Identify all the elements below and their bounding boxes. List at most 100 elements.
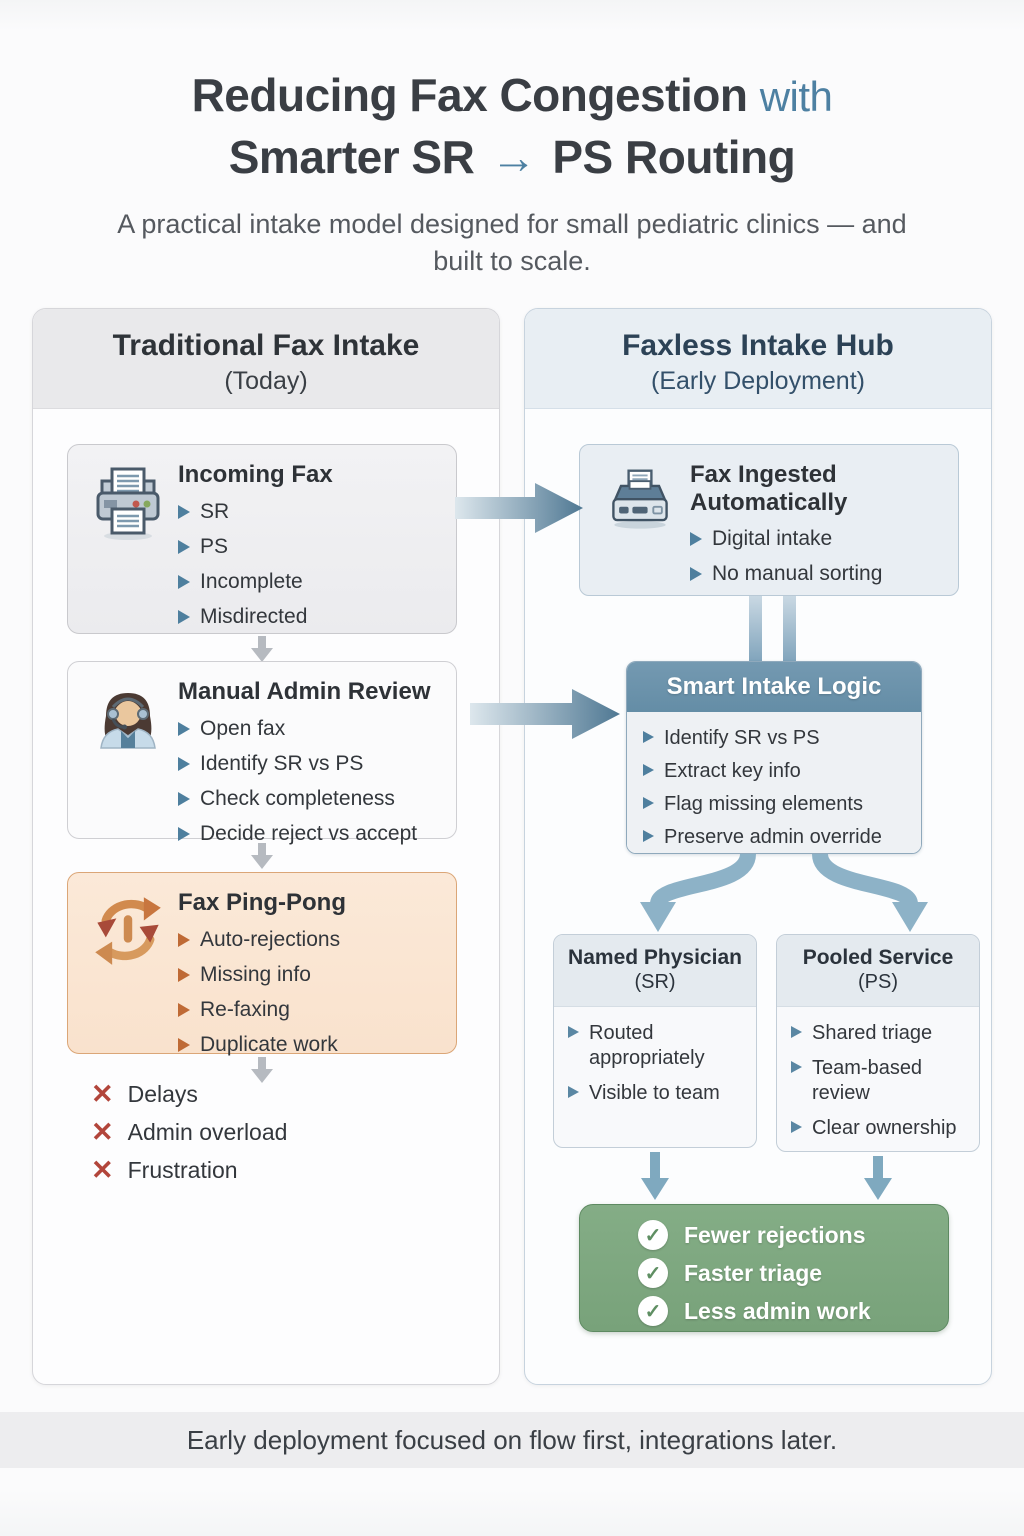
bullet-text: Preserve admin override (664, 826, 882, 848)
bullet-text: Duplicate work (200, 1033, 338, 1057)
fax-ingested-title: Fax Ingested Automatically (690, 461, 848, 516)
arrow-bullet-icon (791, 1121, 802, 1134)
list-item: Flag missing elements (643, 792, 905, 817)
arrow-bullet-icon (643, 830, 654, 842)
x-mark-icon: ✕ (91, 1079, 114, 1109)
list-item: Team-based review (791, 1056, 969, 1106)
list-item: Visible to team (568, 1081, 746, 1106)
fax-ping-pong-title: Fax Ping-Pong (178, 889, 346, 916)
down-arrow-icon (641, 1152, 669, 1200)
list-item: Shared triage (791, 1021, 969, 1046)
smart-intake-logic-title: Smart Intake Logic (627, 662, 921, 712)
right-panel-title: Faxless Intake Hub (622, 329, 894, 362)
bullet-text: Extract key info (664, 760, 801, 782)
bullet-text: Open fax (200, 716, 286, 740)
traditional-fax-panel: Traditional Fax Intake (Today) (32, 308, 500, 1385)
list-item: No manual sorting (690, 561, 942, 587)
benefits-card: ✓ Fewer rejections ✓ Faster triage ✓ Less a… (579, 1204, 949, 1332)
bullet-text: No manual sorting (712, 562, 883, 586)
arrow-bullet-icon (178, 967, 190, 982)
cycle-arrows-icon (84, 889, 172, 967)
bullet-text: Digital intake (712, 527, 833, 551)
bullet-text: Shared triage (812, 1022, 933, 1045)
arrow-bullet-icon (568, 1026, 579, 1039)
arrow-bullet-icon (643, 797, 654, 809)
bullet-text: Team-based review (812, 1057, 923, 1105)
arrow-bullet-icon (178, 721, 190, 736)
bullet-text: Misdirected (200, 605, 308, 629)
benefit-item: ✓ Less admin work (638, 1296, 948, 1326)
named-physician-content: Routed appropriately Visible to team (554, 1007, 756, 1106)
cross-arrow-review-icon (470, 689, 620, 739)
list-item: Preserve admin override (643, 825, 905, 850)
bullet-text: SR (200, 499, 230, 523)
manual-review-card: Manual Admin Review Open fax Identify SR… (67, 661, 457, 845)
down-arrow-icon (251, 1057, 273, 1083)
outcome-item: ✕ Admin overload (91, 1119, 287, 1146)
benefit-item: ✓ Faster triage (638, 1258, 948, 1288)
down-arrow-icon (251, 843, 273, 869)
page-subtitle: A practical intake model designed for sm… (117, 209, 907, 276)
list-item: Duplicate work (178, 1032, 440, 1058)
arrow-bullet-icon (791, 1026, 802, 1039)
outcome-item: ✕ Delays (91, 1081, 287, 1108)
footer-note: Early deployment focused on flow first, … (186, 1424, 838, 1455)
outcome-text: Delays (127, 1081, 198, 1107)
list-item: Misdirected (178, 604, 440, 630)
list-item: Routed appropriately (568, 1021, 746, 1071)
pooled-service-header: Pooled Service (PS) (777, 935, 979, 1008)
incoming-fax-card: Incoming Fax SR PS Incomplete Misdirecte… (67, 444, 457, 634)
outcome-text: Frustration (127, 1157, 238, 1183)
right-arrow-glyph: → (490, 131, 537, 184)
bullet-text: Missing info (200, 962, 311, 986)
list-item: Missing info (178, 962, 440, 988)
named-physician-title: Named Physician (568, 946, 742, 969)
benefit-item: ✓ Fewer rejections (638, 1220, 948, 1250)
arrow-bullet-icon (568, 1086, 579, 1099)
bullet-text: Clear ownership (812, 1117, 957, 1140)
named-physician-card: Named Physician (SR) Routed appropriatel… (553, 934, 757, 1148)
list-item: Decide reject vs accept (178, 821, 440, 847)
list-item: Digital intake (690, 526, 942, 552)
faxless-hub-panel: Faxless Intake Hub (Early Deployment) (524, 308, 992, 1385)
check-circle-icon: ✓ (638, 1220, 668, 1250)
scanner-icon (596, 461, 684, 541)
fax-ping-pong-content: Fax Ping-Pong Auto-rejections Missing in… (172, 889, 440, 1068)
arrow-bullet-icon (178, 610, 190, 625)
bullet-text: Incomplete (200, 570, 303, 594)
benefit-text: Less admin work (684, 1297, 871, 1324)
manual-review-title: Manual Admin Review (178, 678, 431, 705)
arrow-bullet-icon (178, 792, 190, 807)
outcome-text: Admin overload (127, 1119, 288, 1145)
list-item: Open fax (178, 716, 440, 742)
list-item: PS (178, 534, 440, 560)
bullet-text: Flag missing elements (664, 793, 863, 815)
x-mark-icon: ✕ (91, 1117, 114, 1147)
arrow-bullet-icon (690, 567, 702, 582)
list-item: Re-faxing (178, 997, 440, 1023)
footer-bar: Early deployment focused on flow first, … (0, 1412, 1024, 1468)
check-circle-icon: ✓ (638, 1258, 668, 1288)
title-line2-pre: Smarter SR (228, 131, 475, 184)
bullet-text: Visible to team (589, 1082, 720, 1105)
bullet-text: Routed appropriately (589, 1022, 705, 1070)
incoming-fax-title: Incoming Fax (178, 461, 333, 488)
pooled-service-content: Shared triage Team-based review Clear ow… (777, 1007, 979, 1141)
negative-outcomes-list: ✕ Delays ✕ Admin overload ✕ Frustration (91, 1081, 287, 1195)
page-title: Reducing Fax Congestion with Smarter SR … (0, 64, 1024, 279)
fax-ingested-card: Fax Ingested Automatically Digital intak… (579, 444, 959, 596)
arrow-bullet-icon (178, 1003, 190, 1018)
benefit-text: Faster triage (684, 1259, 823, 1286)
benefit-text: Fewer rejections (684, 1221, 866, 1248)
arrow-bullet-icon (178, 539, 190, 554)
list-item: Extract key info (643, 759, 905, 784)
right-panel-subtitle: (Early Deployment) (651, 367, 865, 395)
branch-arrows-icon (640, 854, 928, 932)
bullet-text: Identify SR vs PS (664, 727, 820, 749)
list-item: SR (178, 499, 440, 525)
check-circle-icon: ✓ (638, 1296, 668, 1326)
arrow-bullet-icon (178, 504, 190, 519)
named-physician-subtitle: (SR) (634, 971, 676, 994)
fax-machine-icon (84, 461, 172, 545)
